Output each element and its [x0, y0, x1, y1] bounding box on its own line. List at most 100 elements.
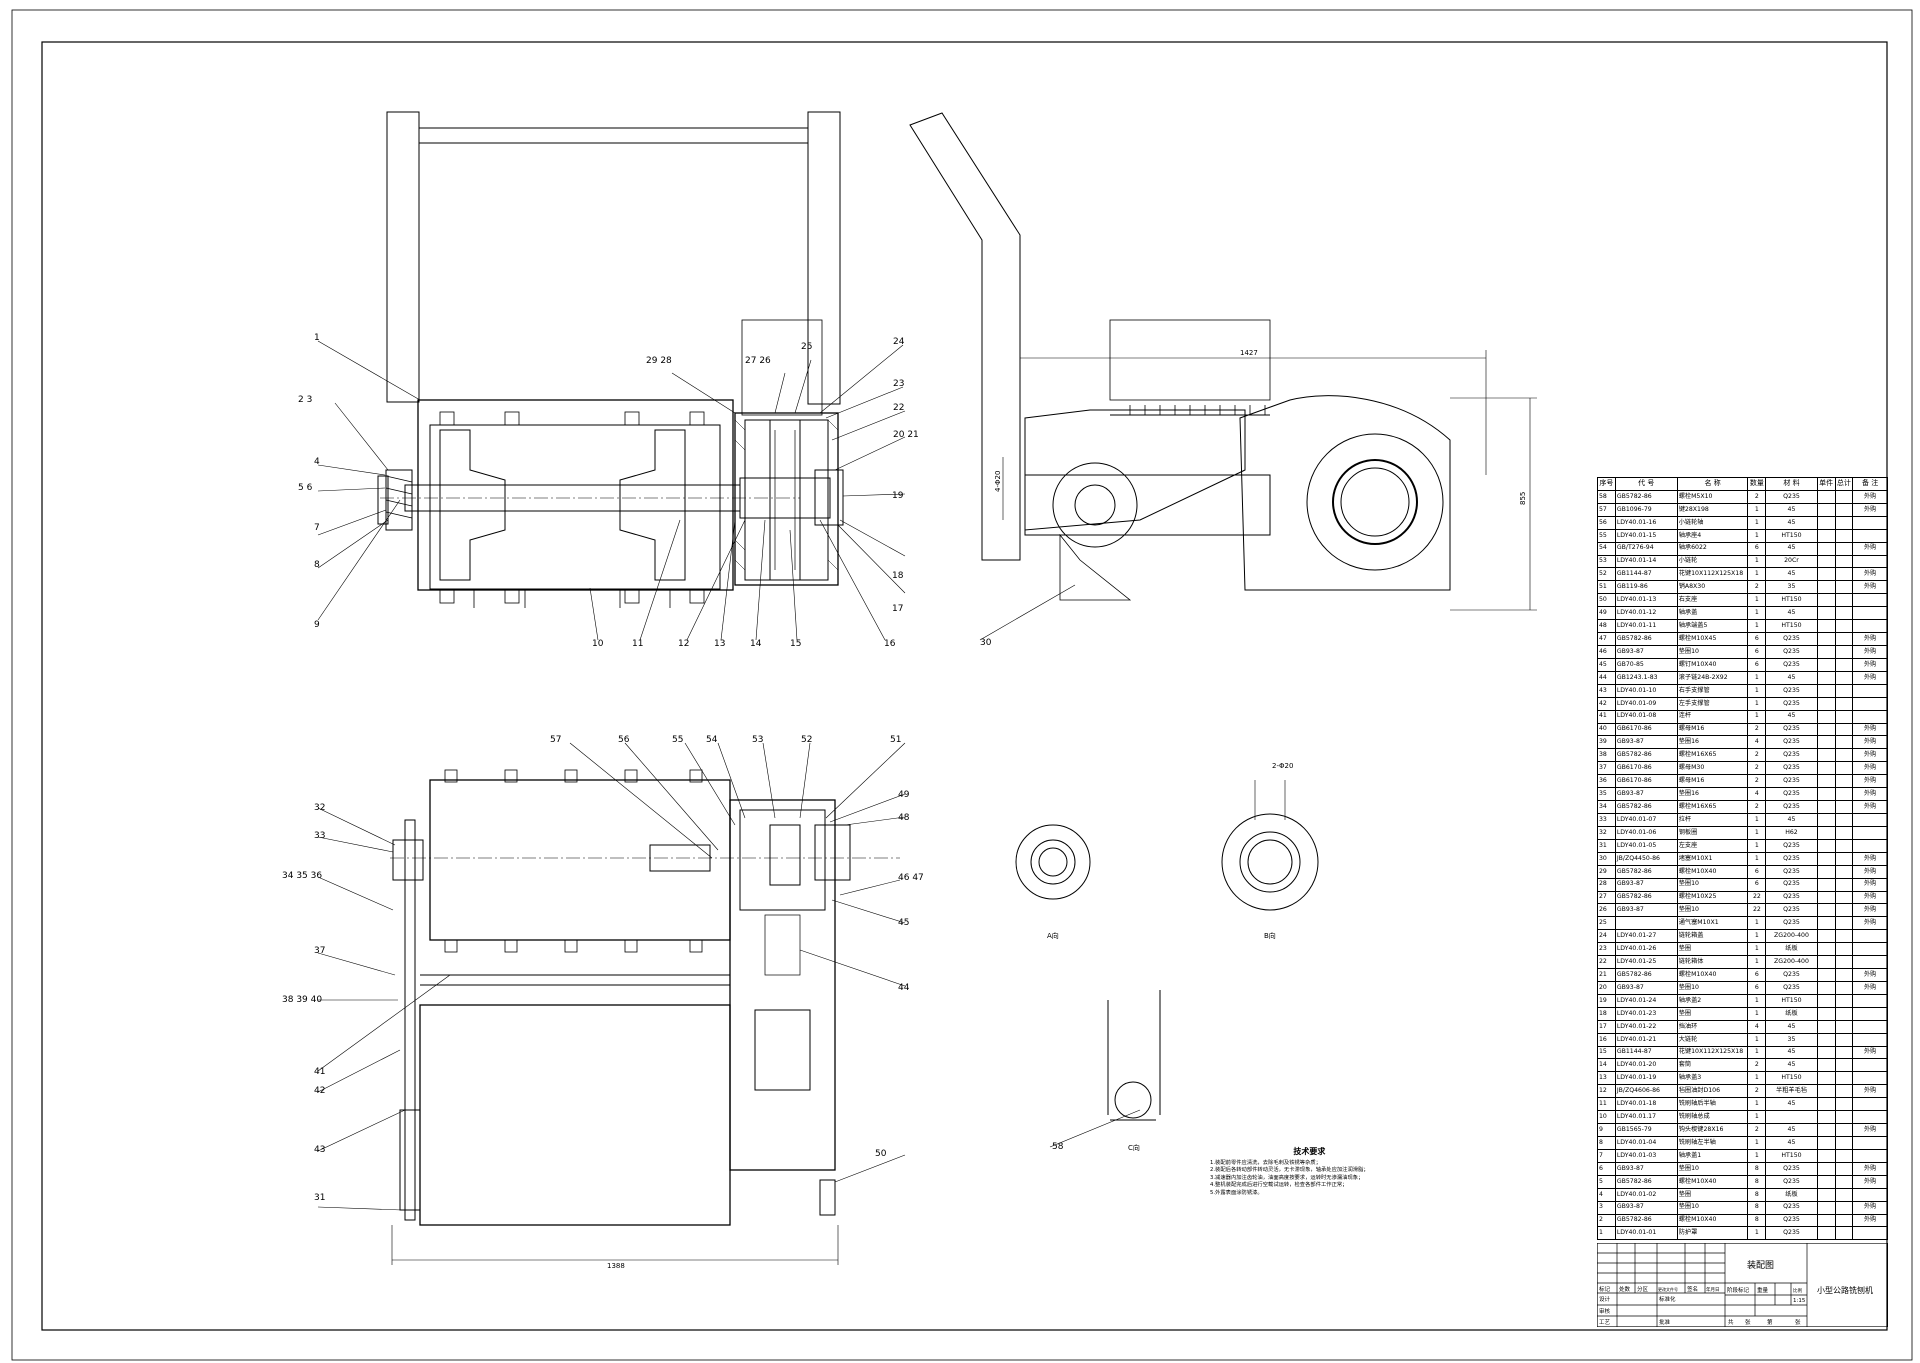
part-index: 21 [1597, 968, 1616, 982]
part-qty: 1 [1747, 1136, 1767, 1150]
part-remark: 外购 [1852, 968, 1888, 982]
header-remark: 备 注 [1852, 477, 1888, 491]
part-remark [1852, 1006, 1888, 1021]
part-remark: 外购 [1852, 1045, 1888, 1060]
part-index: 24 [1597, 929, 1616, 944]
part-code: LDY40.01-27 [1614, 929, 1678, 944]
part-remark: 外购 [1852, 890, 1888, 905]
part-unit-mass [1816, 774, 1836, 789]
part-qty: 1 [1747, 1006, 1767, 1021]
part-code: LDY40.01-22 [1614, 1019, 1678, 1034]
part-remark [1852, 1187, 1888, 1202]
tb-count: 处数 [1619, 1285, 1631, 1293]
part-remark [1852, 1032, 1888, 1047]
part-unit-mass [1816, 1058, 1836, 1073]
part-remark: 外购 [1852, 774, 1888, 789]
part-material: 45 [1765, 515, 1818, 530]
tb-scale: 1:15 [1793, 1298, 1806, 1304]
part-total-mass [1834, 515, 1854, 530]
part-remark [1852, 1058, 1888, 1073]
part-remark: 外购 [1852, 877, 1888, 892]
part-name: 钩头楔键28X16 [1676, 1123, 1749, 1138]
part-unit-mass [1816, 851, 1836, 866]
part-unit-mass [1816, 1226, 1836, 1241]
part-qty: 1 [1747, 515, 1767, 530]
view-label-a: A向 [1047, 931, 1059, 940]
part-index: 13 [1597, 1071, 1616, 1086]
part-unit-mass [1816, 554, 1836, 569]
part-total-mass [1834, 812, 1854, 827]
part-material: 纸板 [1765, 1006, 1818, 1021]
dim-top-width: 1388 [607, 1262, 625, 1270]
part-material: 纸板 [1765, 942, 1818, 957]
tb-sign: 签名 [1687, 1285, 1698, 1293]
part-qty: 6 [1747, 968, 1767, 982]
tb-machine-name: 小型公路铣刨机 [1817, 1285, 1873, 1295]
part-index: 22 [1597, 955, 1616, 970]
balloon-16: 16 [884, 639, 896, 649]
part-code: GB93-87 [1614, 787, 1678, 802]
part-qty: 8 [1747, 1161, 1767, 1176]
part-unit-mass [1816, 657, 1836, 672]
part-name: 挡油环 [1676, 1019, 1749, 1034]
part-unit-mass [1816, 567, 1836, 582]
part-remark: 外购 [1852, 1213, 1888, 1228]
part-name: 垫圈 [1676, 1187, 1749, 1202]
part-name: 铣刷轴左半轴 [1676, 1136, 1749, 1150]
part-name: 垫圈 [1676, 942, 1749, 957]
tb-process: 工艺 [1599, 1319, 1611, 1326]
part-material: 35 [1765, 580, 1818, 595]
part-name: 螺栓M10X25 [1676, 890, 1749, 905]
balloon-11: 11 [632, 639, 643, 649]
part-total-mass [1834, 619, 1854, 634]
part-index: 25 [1597, 916, 1616, 931]
part-unit-mass [1816, 812, 1836, 827]
part-material: 45 [1765, 567, 1818, 582]
view-label-c: C向 [1128, 1143, 1140, 1152]
part-total-mass [1834, 955, 1854, 970]
part-unit-mass [1816, 877, 1836, 892]
part-material: ZG200-400 [1765, 955, 1818, 970]
part-name: 键28X198 [1676, 502, 1749, 517]
part-material: Q235 [1765, 696, 1818, 711]
part-total-mass [1834, 1123, 1854, 1138]
balloon-1: 1 [314, 333, 320, 343]
part-unit-mass [1816, 735, 1836, 750]
part-remark [1852, 1148, 1888, 1163]
part-material: HT150 [1765, 619, 1818, 634]
part-code: GB93-87 [1614, 980, 1678, 995]
part-total-mass [1834, 632, 1854, 646]
part-total-mass [1834, 1200, 1854, 1215]
part-index: 5 [1597, 1174, 1616, 1189]
part-material: HT150 [1765, 1071, 1818, 1086]
part-name: 垫圈10 [1676, 1161, 1749, 1176]
part-name: 螺母M30 [1676, 761, 1749, 776]
part-qty: 1 [1747, 593, 1767, 608]
part-remark: 外购 [1852, 864, 1888, 879]
part-qty: 8 [1747, 1200, 1767, 1215]
part-code: GB1096-79 [1614, 502, 1678, 517]
outer-frame [11, 9, 1913, 1361]
part-name: 螺栓M16X65 [1676, 748, 1749, 763]
part-material: Q235 [1765, 774, 1818, 789]
part-material: 半粗羊毛毡 [1765, 1084, 1818, 1099]
part-unit-mass [1816, 696, 1836, 711]
part-index: 18 [1597, 1006, 1616, 1021]
part-unit-mass [1816, 1071, 1836, 1086]
part-total-mass [1834, 1045, 1854, 1060]
tb-weight: 重量 [1757, 1286, 1769, 1294]
part-code: LDY40.01-11 [1614, 619, 1678, 634]
header-qty: 数量 [1747, 477, 1767, 491]
